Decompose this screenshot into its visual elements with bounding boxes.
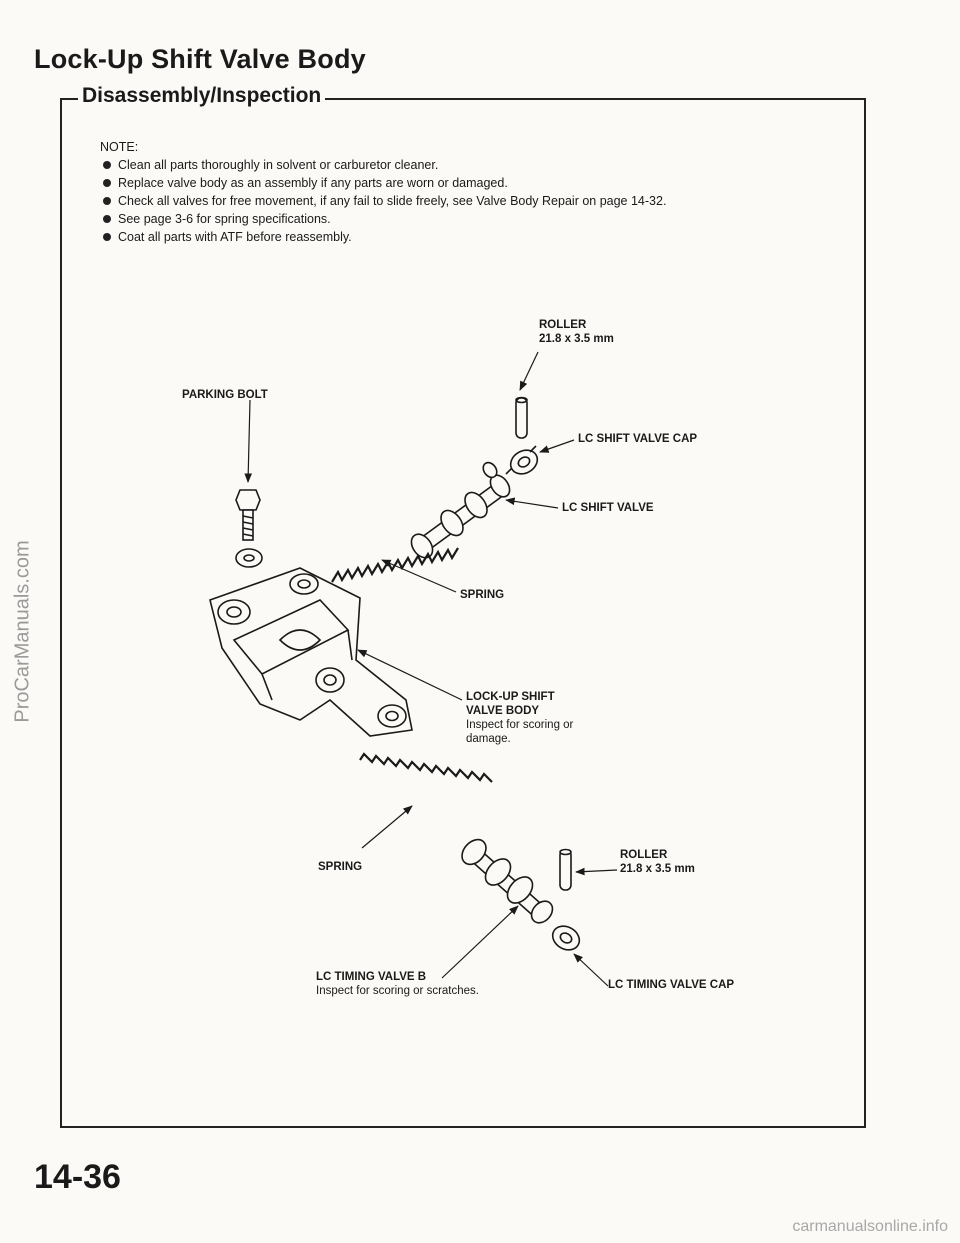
note-item: See page 3-6 for spring specifications. [100,210,830,228]
spring-top-label: SPRING [460,589,505,601]
notes-label: NOTE: [100,140,139,154]
spring-bottom-label: SPRING [318,861,363,873]
lc-timing-valve-cap-label: LC TIMING VALVE CAP [608,979,735,991]
lock-up-shift-valve-body-part [209,567,413,737]
roller-top-name: ROLLER [539,319,587,331]
lc-timing-valve-b-name: LC TIMING VALVE B [316,971,427,983]
watermark-bottom: carmanualsonline.info [792,1218,948,1235]
note-item: Replace valve body as an assembly if any… [100,174,830,192]
note-item: Clean all parts thoroughly in solvent or… [100,156,830,174]
roller-top-size: 21.8 x 3.5 mm [539,333,614,345]
roller-top-label: ROLLER 21.8 x 3.5 mm [539,318,614,346]
notes-list: Clean all parts thoroughly in solvent or… [100,156,830,246]
valve-body-line2: VALVE BODY [466,705,540,717]
leader-lines [244,351,618,987]
lc-shift-valve-cap-label: LC SHIFT VALVE CAP [578,433,698,445]
content-frame [60,98,866,1128]
watermark-side: ProCarManuals.com [11,540,34,723]
parking-bolt-label: PARKING BOLT [182,389,268,401]
note-item: Check all valves for free movement, if a… [100,192,830,210]
lc-timing-valve-b-label: LC TIMING VALVE B Inspect for scoring or… [316,970,479,998]
page-number: 14-36 [34,1158,121,1196]
parking-bolt-part [235,489,261,541]
valve-body-label: LOCK-UP SHIFT VALVE BODY Inspect for sco… [466,690,606,746]
washer-part [235,548,263,568]
roller-bottom-label: ROLLER 21.8 x 3.5 mm [620,848,695,876]
roller-bottom-name: ROLLER [620,849,668,861]
roller-bottom-size: 21.8 x 3.5 mm [620,863,695,875]
roller-top-part [515,396,528,439]
notes-block: NOTE: Clean all parts thoroughly in solv… [100,138,830,246]
lc-shift-valve-part [410,461,511,559]
valve-body-line1: LOCK-UP SHIFT [466,691,555,703]
lc-timing-valve-b-note: Inspect for scoring or scratches. [316,985,479,997]
roller-bottom-part [559,848,572,891]
lc-shift-valve-label: LC SHIFT VALVE [562,502,654,514]
page-title: Lock-Up Shift Valve Body [34,44,366,74]
lc-timing-valve-b-part [461,838,554,924]
note-item: Coat all parts with ATF before reassembl… [100,228,830,246]
lc-shift-valve-cap-part [505,445,539,475]
valve-body-note: Inspect for scoring or damage. [466,719,574,745]
section-header: Disassembly/Inspection [78,84,326,108]
spring-bottom-part [359,752,493,783]
lc-timing-valve-cap-part [551,925,581,951]
